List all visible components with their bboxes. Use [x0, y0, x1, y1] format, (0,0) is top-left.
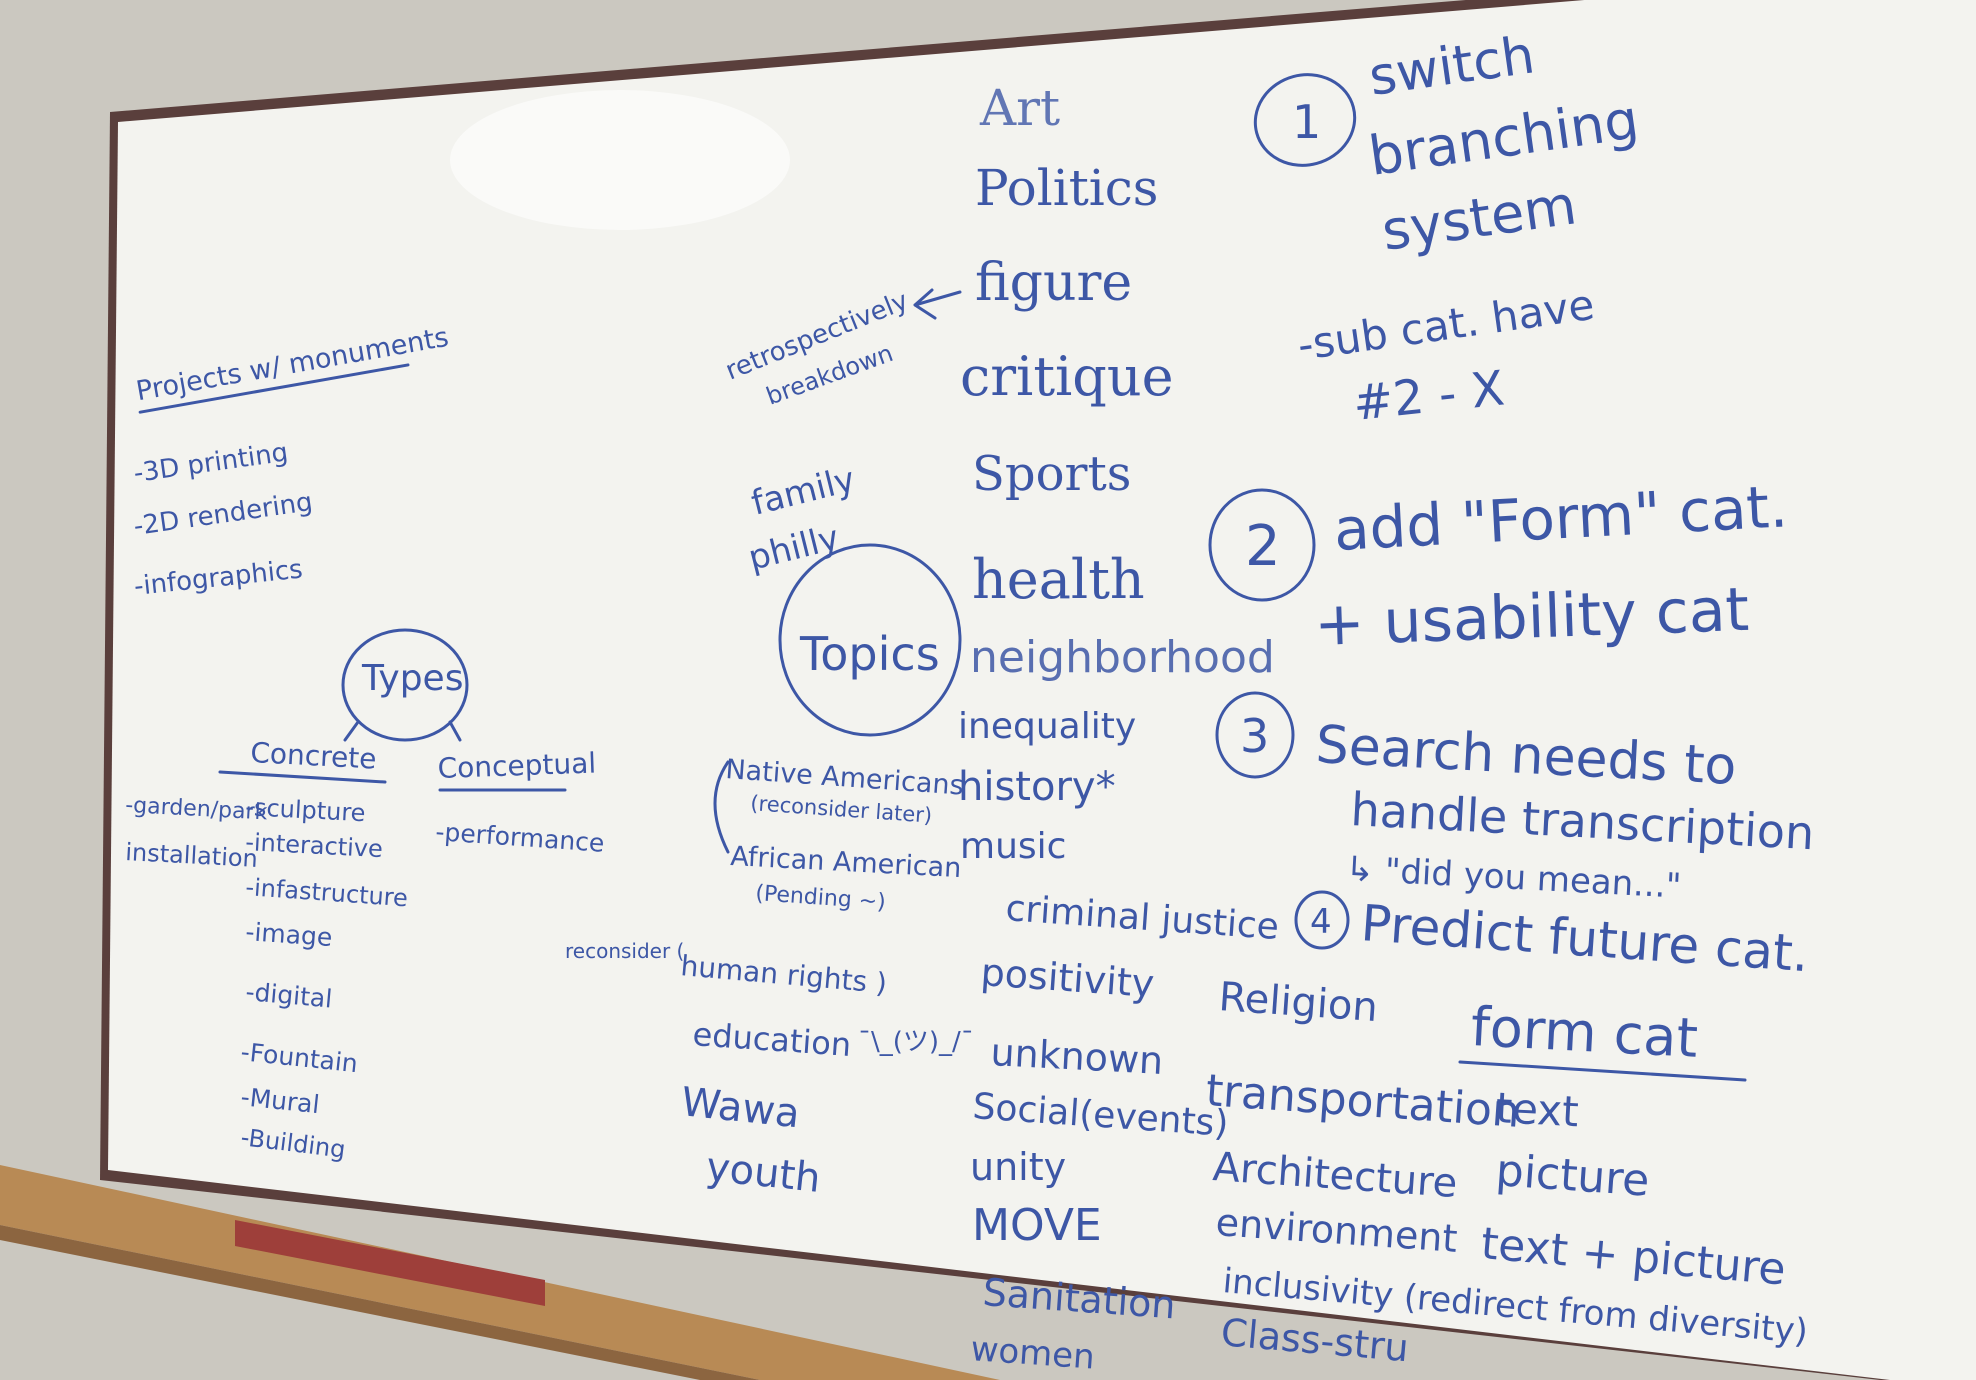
todo-2-line-2: + usability cat	[1313, 575, 1750, 660]
todo-3-number: 3	[1240, 709, 1269, 763]
wood-rail-shadow	[0, 1225, 760, 1380]
topic-art: Art	[979, 79, 1060, 137]
todo-3-circle	[1215, 691, 1295, 779]
concrete-item-4: -image	[245, 917, 334, 952]
topics-circle	[778, 543, 962, 737]
native-african-bracket	[713, 760, 730, 854]
form-cat-item-2: picture	[1494, 1145, 1651, 1207]
board-glare	[450, 90, 790, 230]
projects-underline	[138, 363, 410, 414]
todo-4-circle	[1294, 890, 1350, 950]
right-religion: Religion	[1217, 974, 1379, 1031]
note-reconsider: reconsider (	[565, 939, 684, 963]
form-cat-title: form cat	[1469, 995, 1699, 1070]
todo-1-number: 1	[1292, 95, 1321, 149]
form-cat-item-1: text	[1494, 1083, 1579, 1136]
types-to-conceptual-line	[448, 720, 462, 742]
topic-health: health	[972, 548, 1145, 611]
types-circle	[341, 628, 469, 742]
topic-music: music	[960, 826, 1066, 867]
topics-title: Topics	[799, 627, 940, 681]
note-shrug: ¯\_(ツ)_/¯	[858, 1027, 974, 1057]
topic-history: history*	[958, 764, 1116, 810]
concrete-item-1: -sculpture	[245, 793, 367, 827]
form-cat-underline	[1458, 1060, 1747, 1082]
concrete-underline	[218, 770, 387, 784]
topic-inequality: inequality	[958, 706, 1136, 747]
topic-sports: Sports	[972, 446, 1131, 502]
todo-4-number: 4	[1310, 902, 1332, 942]
concrete-label: Concrete	[250, 736, 378, 776]
whiteboard-surface	[108, 0, 1976, 1380]
topic-women: women	[969, 1329, 1096, 1378]
topic-critique: critique	[960, 345, 1174, 408]
topic-neighborhood: neighborhood	[970, 632, 1275, 683]
types-title: Types	[361, 658, 463, 699]
todo-2-number: 2	[1245, 514, 1281, 579]
note-arrow	[913, 288, 962, 320]
todo-1-circle	[1253, 73, 1357, 167]
topic-figure: figure	[975, 253, 1132, 313]
concrete-side-2: installation	[125, 838, 259, 873]
conceptual-label: Conceptual	[437, 746, 597, 785]
topic-politics: Politics	[975, 159, 1158, 217]
todo-2-circle	[1208, 488, 1316, 602]
topic-unknown: unknown	[990, 1030, 1165, 1083]
topic-unity: unity	[970, 1145, 1066, 1189]
types-to-concrete-line	[343, 720, 360, 742]
marker-tray	[235, 1220, 545, 1306]
topic-move: MOVE	[972, 1200, 1102, 1251]
